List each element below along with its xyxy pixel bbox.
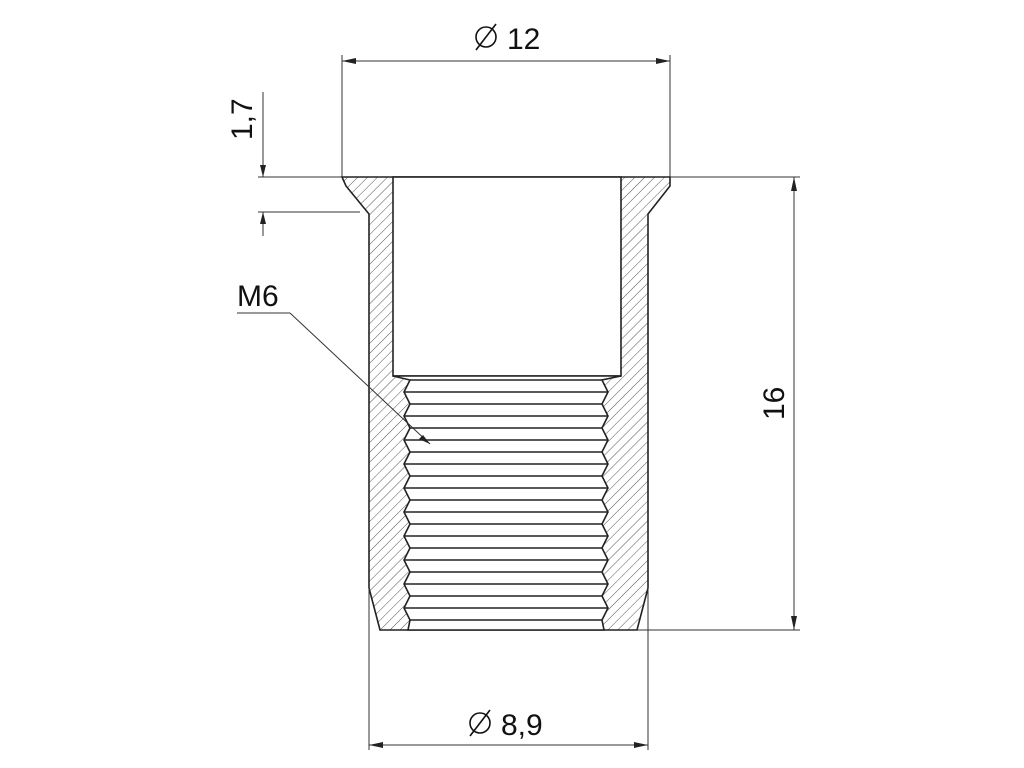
dimension-head-thickness: 1,7 xyxy=(226,92,360,236)
thread-lines xyxy=(404,379,608,621)
dim-length-value: 16 xyxy=(758,387,791,420)
thread-callout: M6 xyxy=(237,280,431,445)
thread-size-label: M6 xyxy=(237,280,279,313)
dimension-length: 16 xyxy=(637,176,800,631)
dimension-body-diameter: 8,9 xyxy=(368,588,649,750)
dimension-head-diameter: 12 xyxy=(341,23,671,177)
counterbore xyxy=(392,176,622,377)
diameter-symbol-icon xyxy=(475,23,497,51)
dim-head-thickness-value: 1,7 xyxy=(226,98,259,140)
dim-body-diameter-value: 8,9 xyxy=(501,709,543,742)
diameter-symbol-icon xyxy=(469,709,491,737)
dim-head-diameter-value: 12 xyxy=(507,23,540,56)
threaded-bore xyxy=(392,375,622,631)
